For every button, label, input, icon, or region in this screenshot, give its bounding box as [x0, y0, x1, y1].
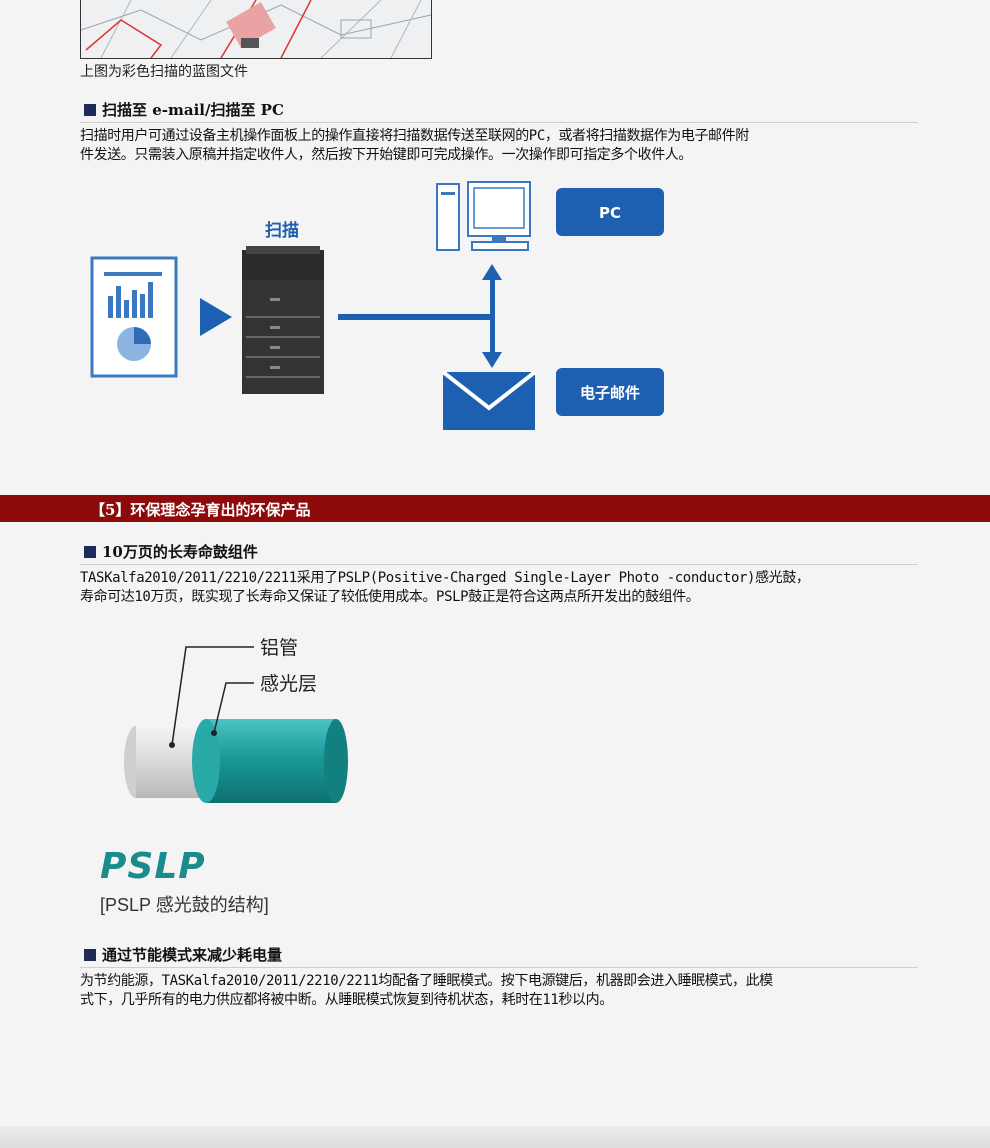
scan-email-heading: 扫描至 e-mail/扫描至 PC [84, 99, 918, 119]
drum-structure-illustration: 铝管 感光层 [90, 625, 380, 815]
document-icon [90, 256, 178, 378]
scan-label: 扫描 [265, 220, 299, 241]
scan-email-paragraph: 扫描时用户可通过设备主机操作面板上的操作直接将扫描数据传送至联网的PC，或者将扫… [80, 127, 920, 165]
email-label: 电子邮件 [580, 384, 640, 402]
pc-icon [436, 181, 531, 251]
scan-to-pc-email-diagram: 扫描 [80, 176, 680, 446]
pc-label-box [556, 188, 664, 236]
arrow-right-icon [200, 298, 232, 336]
blueprint-caption: 上图为彩色扫描的蓝图文件 [80, 64, 248, 80]
heading-square-icon [84, 949, 96, 961]
divider [80, 564, 918, 565]
heading-square-icon [84, 546, 96, 558]
energy-paragraph: 为节约能源，TASKalfa2010/2011/2210/2211均配备了睡眠模… [80, 972, 920, 1010]
drum-heading: 10万页的长寿命鼓组件 [84, 541, 918, 561]
drum-paragraph: TASKalfa2010/2011/2210/2211采用了PSLP(Posit… [80, 569, 920, 607]
envelope-icon [441, 370, 537, 430]
section-5-banner: 【5】环保理念孕育出的环保产品 [0, 495, 990, 522]
photo-layer-label: 感光层 [260, 673, 317, 695]
paragraph-line: 式下，几乎所有的电力供应都将被中断。从睡眠模式恢复到待机状态，耗时在11秒以内。 [80, 992, 613, 1008]
paragraph-line: TASKalfa2010/2011/2210/2211采用了PSLP(Posit… [80, 570, 810, 586]
divider [80, 122, 918, 123]
pc-label: PC [599, 204, 621, 222]
divider [80, 967, 918, 968]
paragraph-line: 件发送。只需装入原稿并指定收件人，然后按下开始键即可完成操作。一次操作即可指定多… [80, 147, 692, 163]
drum-heading-text: 10万页的长寿命鼓组件 [102, 543, 258, 561]
paragraph-line: 寿命可达10万页，既实现了长寿命又保证了较低使用成本。PSLP鼓正是符合这两点所… [80, 589, 700, 605]
email-label-box [556, 368, 664, 416]
copier-icon [242, 246, 324, 394]
energy-heading-text: 通过节能模式来减少耗电量 [102, 946, 283, 964]
paragraph-line: 为节约能源，TASKalfa2010/2011/2210/2211均配备了睡眠模… [80, 973, 773, 989]
aluminum-tube-label: 铝管 [260, 637, 298, 659]
pslp-logo: PSLP [100, 846, 206, 887]
heading-square-icon [84, 104, 96, 116]
pslp-caption: [PSLP 感光鼓的结构] [100, 895, 269, 915]
section-5-title: 【5】环保理念孕育出的环保产品 [90, 501, 311, 519]
energy-heading: 通过节能模式来减少耗电量 [84, 944, 918, 964]
arrow-down-icon [482, 352, 502, 368]
scan-email-heading-text: 扫描至 e-mail/扫描至 PC [102, 101, 284, 119]
arrow-up-icon [482, 264, 502, 280]
blueprint-scan-image [80, 0, 432, 59]
bottom-shadow [0, 1126, 990, 1148]
paragraph-line: 扫描时用户可通过设备主机操作面板上的操作直接将扫描数据传送至联网的PC，或者将扫… [80, 128, 749, 144]
